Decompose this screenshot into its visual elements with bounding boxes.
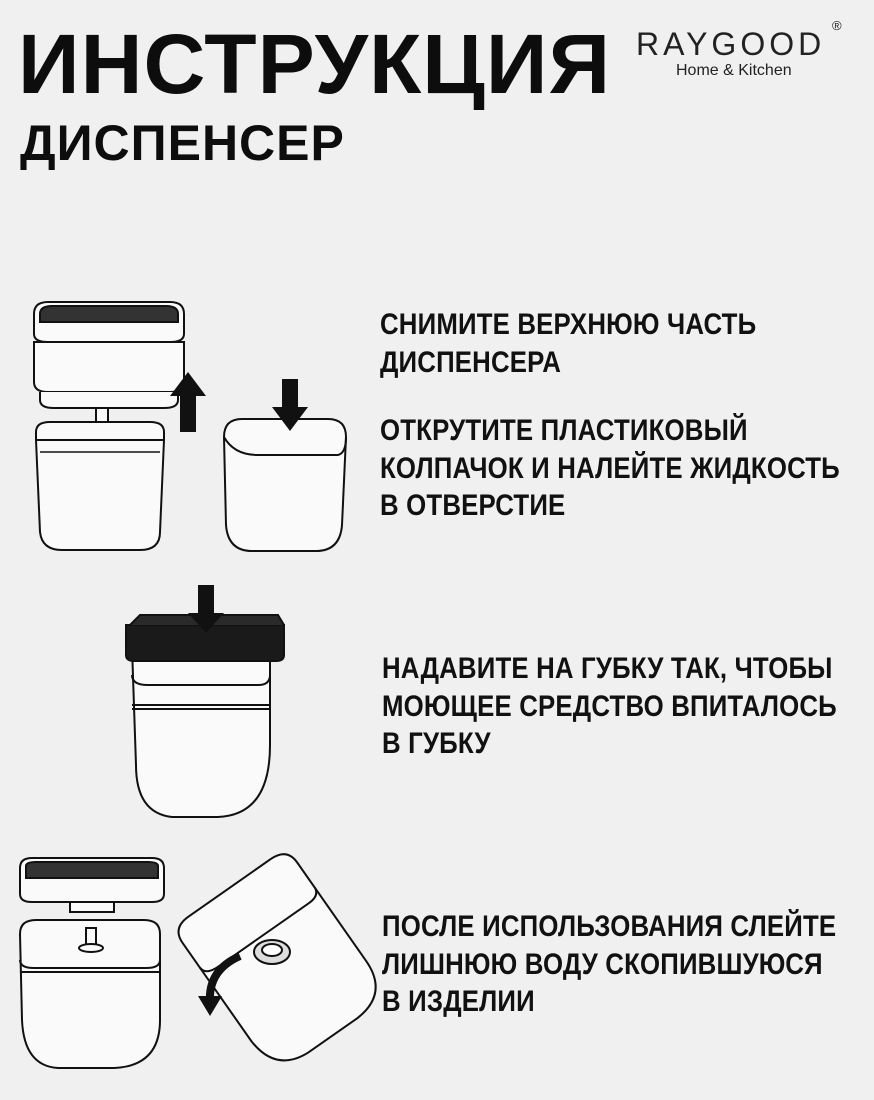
arrow-up-icon — [170, 372, 206, 432]
step-4-line-2: ЛИШНЮЮ ВОДУ СКОПИВШУЮСЯ — [382, 947, 823, 981]
brand-name: RAYGOOD — [636, 26, 826, 62]
container-fill-illustration — [222, 379, 348, 552]
step-2-text: ОТКРУТИТЕ ПЛАСТИКОВЫЙ КОЛПАЧОК И НАЛЕЙТЕ… — [380, 412, 840, 525]
brand-tagline: Home & Kitchen — [676, 62, 792, 79]
step-3-text: НАДАВИТЕ НА ГУБКУ ТАК, ЧТОБЫ МОЮЩЕЕ СРЕД… — [382, 650, 837, 763]
arrow-down-icon — [272, 379, 308, 431]
dispenser-drain-parts-illustration — [18, 857, 165, 1069]
step-1-text: СНИМИТЕ ВЕРХНЮЮ ЧАСТЬ ДИСПЕНСЕРА — [380, 306, 756, 381]
step-4-text: ПОСЛЕ ИСПОЛЬЗОВАНИЯ СЛЕЙТЕ ЛИШНЮЮ ВОДУ С… — [382, 908, 836, 1021]
step-2-line-2: КОЛПАЧОК И НАЛЕЙТЕ ЖИДКОСТЬ — [380, 451, 840, 485]
step-4-line-3: В ИЗДЕЛИИ — [382, 985, 535, 1018]
page-title: ИНСТРУКЦИЯ — [18, 17, 612, 111]
step-1-line-2: ДИСПЕНСЕРА — [380, 345, 562, 379]
step-2-line-1: ОТКРУТИТЕ ПЛАСТИКОВЫЙ — [380, 414, 748, 447]
curved-arrow-icon — [198, 952, 242, 1016]
step-1-line-1: СНИМИТЕ ВЕРХНЮЮ ЧАСТЬ — [380, 308, 757, 341]
step-3-line-3: В ГУБКУ — [382, 727, 491, 760]
tilted-container-illustration — [177, 853, 377, 1062]
step-4-line-1: ПОСЛЕ ИСПОЛЬЗОВАНИЯ СЛЕЙТЕ — [382, 910, 837, 943]
dispenser-disassembled-illustration — [33, 301, 206, 551]
page-subtitle: ДИСПЕНСЕР — [20, 115, 345, 171]
sponge-press-illustration — [125, 585, 285, 818]
step-2-line-3: В ОТВЕРСТИЕ — [380, 489, 566, 522]
registered-mark: ® — [832, 18, 842, 33]
step-3-line-1: НАДАВИТЕ НА ГУБКУ ТАК, ЧТОБЫ — [382, 652, 833, 685]
brand-logo: RAYGOOD ® Home & Kitchen — [636, 18, 856, 88]
step-3-line-2: МОЮЩЕЕ СРЕДСТВО ВПИТАЛОСЬ — [382, 689, 837, 723]
arrow-down-icon — [188, 585, 224, 633]
